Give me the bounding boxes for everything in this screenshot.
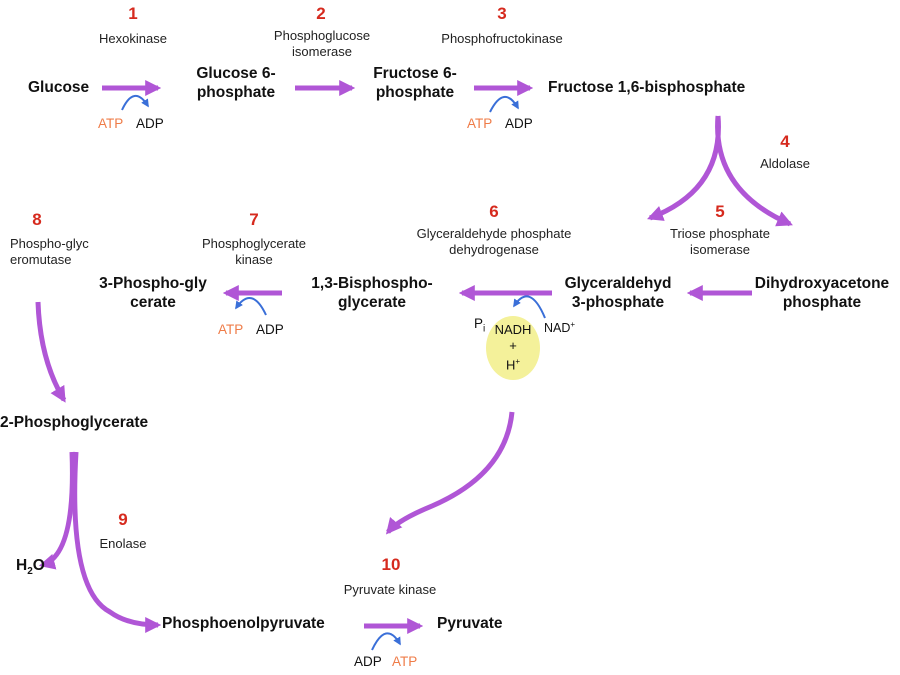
adp-step-7: ADP — [256, 322, 284, 337]
metabolite-glucose-6-phosphate: Glucose 6-phosphate — [196, 65, 276, 101]
adp-step-1: ADP — [136, 116, 164, 131]
step-number-2: 2 — [316, 4, 326, 23]
metabolite-glucose: Glucose — [28, 79, 90, 96]
metabolite-pyruvate: Pyruvate — [437, 615, 503, 632]
nadh-highlight — [486, 316, 540, 380]
metabolite-glyceraldehyde-3-phosphate: Glyceraldehyd 3-phosphate — [564, 275, 672, 311]
step-number-6: 6 — [489, 202, 499, 221]
metabolite-fructose-1-6-bisphosphate: Fructose 1,6-bisphosphate — [548, 79, 746, 96]
nadh-label: NADH + H+ — [494, 322, 532, 373]
enzyme-triose-phosphate-isomerase: Triose phosphate isomerase — [670, 226, 770, 257]
nad-plus: NAD+ — [544, 320, 576, 336]
cofactor-arrow-step-10 — [371, 632, 401, 651]
enzyme-hexokinase: Hexokinase — [99, 31, 167, 46]
step-number-10: 10 — [381, 555, 401, 574]
cofactor-arrow-step-1 — [121, 95, 149, 111]
cofactor-arrow-step-3 — [489, 96, 519, 113]
cofactor-arrow-step-7 — [235, 297, 267, 316]
metabolite-phosphoenolpyruvate: Phosphoenolpyruvate — [162, 615, 325, 632]
step-number-3: 3 — [497, 4, 507, 23]
step-number-8: 8 — [32, 210, 42, 229]
enzyme-glyceraldehyde-phosphate-dehydrogenase: Glyceraldehyde phosphate dehydrogenase — [416, 226, 572, 257]
atp-step-1: ATP — [98, 116, 124, 131]
step-number-7: 7 — [249, 210, 259, 229]
reaction-arrow-step-4-right — [715, 115, 793, 227]
inorganic-phosphate: Pi — [474, 316, 486, 335]
atp-step-10: ATP — [392, 654, 418, 669]
atp-step-7: ATP — [218, 322, 244, 337]
metabolite-3-phosphoglycerate: 3-Phospho-glycerate — [99, 275, 207, 311]
reaction-arrow-step-8 — [35, 301, 67, 403]
enzyme-phosphoglucose-isomerase: Phosphoglucose isomerase — [273, 28, 371, 59]
metabolite-2-phosphoglycerate: 2-Phosphoglycerate — [0, 414, 149, 431]
nadh-arrow — [385, 411, 515, 535]
enzyme-phosphofructokinase: Phosphofructokinase — [441, 31, 563, 46]
adp-step-3: ADP — [505, 116, 533, 131]
enzyme-enolase: Enolase — [99, 536, 147, 551]
step-number-4: 4 — [780, 132, 790, 151]
metabolite-dihydroxyacetone-phosphate: Dihydroxyacetone phosphate — [754, 275, 890, 311]
reaction-arrow-step-9-h2o — [38, 451, 75, 570]
metabolite-fructose-6-phosphate: Fructose 6-phosphate — [373, 65, 457, 101]
cofactor-arrow-step-6 — [513, 295, 546, 319]
enzyme-pyruvate-kinase: Pyruvate kinase — [343, 582, 437, 597]
metabolite-1-3-bisphosphoglycerate: 1,3-Bisphospho-glycerate — [311, 275, 433, 311]
enzyme-phosphoglycerate-kinase: Phosphoglycerate kinase — [201, 236, 307, 267]
atp-step-3: ATP — [467, 116, 493, 131]
water-product: H2O — [16, 557, 45, 578]
enzyme-phosphoglyceromutase: Phospho-glyceromutase — [10, 236, 89, 267]
enzyme-aldolase: Aldolase — [760, 156, 810, 171]
step-number-9: 9 — [118, 510, 128, 529]
step-number-5: 5 — [715, 202, 725, 221]
step-number-1: 1 — [128, 4, 138, 23]
adp-step-10: ADP — [354, 654, 382, 669]
reaction-arrow-step-9 — [72, 451, 162, 633]
